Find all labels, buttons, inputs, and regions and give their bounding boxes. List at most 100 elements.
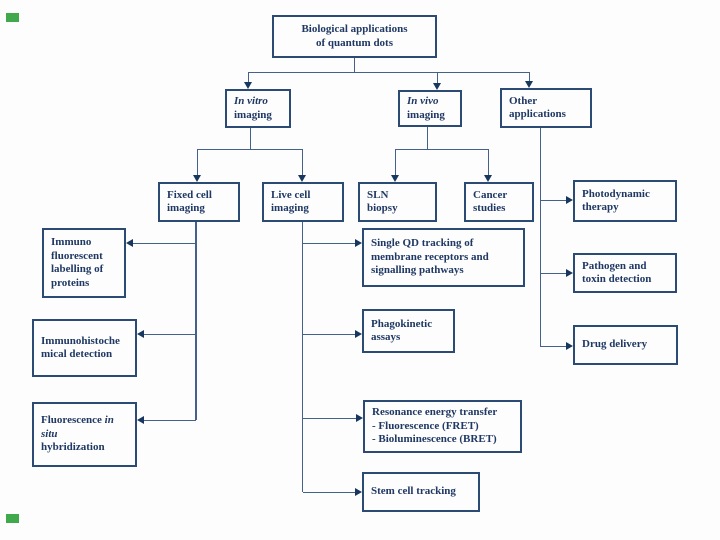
flowchart-node-in-vivo-imaging: In vivo imaging bbox=[398, 90, 462, 127]
node-label-segment: Resonance energy transfer bbox=[372, 406, 498, 419]
node-label-line: In vivo bbox=[407, 95, 458, 109]
node-label-segment: imaging bbox=[234, 108, 272, 121]
connector-line bbox=[302, 222, 303, 492]
flowchart-node-drug-delivery: Drug delivery bbox=[573, 325, 678, 365]
connector-line bbox=[248, 72, 249, 83]
node-label-line: In vitro bbox=[234, 95, 287, 109]
flowchart-node-root: Biological applications of quantum dots bbox=[272, 15, 437, 58]
node-label-italic-segment: In vivo bbox=[407, 95, 439, 107]
node-label-segment: Drug delivery bbox=[582, 338, 648, 351]
connector-line bbox=[427, 127, 428, 149]
connector-line bbox=[302, 149, 303, 176]
node-label-line: Immunohistoche bbox=[41, 335, 133, 349]
node-label-segment: imaging bbox=[271, 202, 309, 214]
node-label-segment: fluorescent bbox=[51, 249, 103, 262]
node-label-segment: membrane receptors and bbox=[371, 250, 489, 263]
node-label-segment: biopsy bbox=[367, 202, 398, 214]
node-label-line: studies bbox=[473, 202, 530, 216]
node-label-segment: applications bbox=[509, 108, 566, 120]
node-label-segment: Single QD tracking of bbox=[371, 237, 474, 250]
node-label-segment: proteins bbox=[51, 276, 90, 289]
node-label-segment: Biological applications bbox=[301, 23, 408, 35]
arrowhead-down-icon bbox=[391, 175, 399, 182]
node-label-line: mical detection bbox=[41, 348, 133, 362]
connector-line bbox=[197, 149, 303, 150]
node-label-line: hybridization bbox=[41, 441, 133, 455]
green-corner-marker-bottom bbox=[6, 514, 19, 523]
node-label-line: Phagokinetic bbox=[371, 318, 451, 332]
connector-line bbox=[395, 149, 396, 176]
connector-line bbox=[540, 128, 541, 347]
node-label-segment: Phagokinetic bbox=[371, 317, 433, 330]
connector-line bbox=[354, 58, 355, 72]
node-label-line: signalling pathways bbox=[371, 264, 521, 278]
arrowhead-right-icon bbox=[355, 488, 362, 496]
node-label-italic-segment: In vitro bbox=[234, 95, 268, 107]
node-label-segment: SLN bbox=[367, 188, 389, 201]
node-label-line: Biological applications bbox=[301, 23, 407, 37]
arrowhead-down-icon bbox=[244, 82, 252, 89]
node-label-line: Cancer bbox=[473, 189, 530, 203]
node-label-segment: - Bioluminescence (BRET) bbox=[372, 433, 497, 446]
arrowhead-left-icon bbox=[137, 330, 144, 338]
node-label-line: situ bbox=[41, 428, 133, 442]
node-label-line: applications bbox=[509, 108, 588, 122]
node-label-segment: signalling pathways bbox=[371, 264, 464, 277]
node-label-line: - Bioluminescence (BRET) bbox=[372, 433, 518, 447]
node-label-segment: therapy bbox=[582, 201, 619, 213]
node-label-line: Photodynamic bbox=[582, 188, 673, 202]
node-label-segment: Stem cell tracking bbox=[371, 485, 456, 498]
node-label-line: Pathogen and bbox=[582, 260, 673, 274]
connector-line bbox=[303, 334, 356, 335]
node-label-line: Fluorescence in bbox=[41, 414, 133, 428]
arrowhead-down-icon bbox=[298, 175, 306, 182]
node-label-segment: Photodynamic bbox=[582, 187, 650, 200]
node-label-line: imaging bbox=[167, 202, 236, 216]
node-label-segment: mical detection bbox=[41, 348, 113, 360]
node-label-line: fluorescent bbox=[51, 250, 122, 264]
flowchart-node-resonance-energy-transfer: Resonance energy transfer- Fluorescence … bbox=[363, 400, 522, 453]
node-label-segment: Immunohistoche bbox=[41, 334, 120, 347]
node-label-line: imaging bbox=[407, 109, 458, 123]
node-label-line: labelling of bbox=[51, 263, 122, 277]
connector-line bbox=[488, 149, 489, 176]
node-label-segment: Fixed cell bbox=[167, 188, 212, 201]
node-label-line: biopsy bbox=[367, 202, 433, 216]
node-label-segment: Cancer bbox=[473, 188, 508, 201]
connector-line bbox=[248, 72, 530, 73]
node-label-line: Live cell bbox=[271, 189, 340, 203]
arrowhead-left-icon bbox=[126, 239, 133, 247]
node-label-line: Other bbox=[509, 95, 588, 109]
arrowhead-down-icon bbox=[525, 81, 533, 88]
connector-line bbox=[195, 222, 197, 420]
node-label-line: imaging bbox=[271, 202, 340, 216]
connector-line bbox=[303, 418, 357, 419]
node-label-line: proteins bbox=[51, 277, 122, 291]
node-label-segment: - Fluorescence (FRET) bbox=[372, 419, 479, 432]
node-label-segment: assays bbox=[371, 331, 401, 343]
connector-line bbox=[395, 149, 489, 150]
arrowhead-right-icon bbox=[566, 342, 573, 350]
connector-line bbox=[540, 346, 568, 347]
node-label-segment: Live cell bbox=[271, 188, 311, 201]
connector-line bbox=[303, 492, 356, 493]
connector-line bbox=[529, 72, 530, 82]
node-label-segment: Fluorescence bbox=[41, 414, 105, 427]
flowchart-node-stem-cell-tracking: Stem cell tracking bbox=[362, 472, 480, 512]
node-label-line: - Fluorescence (FRET) bbox=[372, 420, 518, 434]
connector-line bbox=[143, 334, 196, 335]
connector-line bbox=[132, 243, 196, 244]
node-label-line: of quantum dots bbox=[316, 37, 393, 51]
arrowhead-right-icon bbox=[356, 414, 363, 422]
node-label-segment: toxin detection bbox=[582, 273, 652, 285]
node-label-segment: studies bbox=[473, 202, 506, 214]
